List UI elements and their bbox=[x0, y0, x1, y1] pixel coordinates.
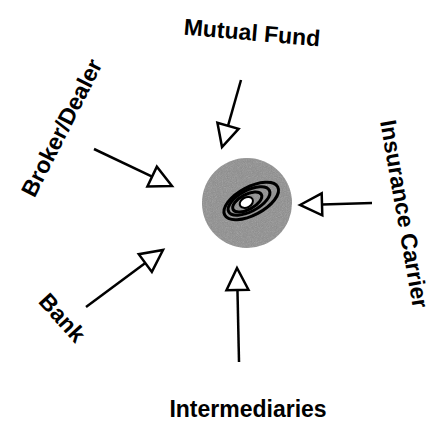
vortex-symbol bbox=[202, 158, 292, 248]
arrow-head bbox=[147, 167, 172, 187]
channel-label: Intermediaries bbox=[169, 398, 326, 421]
arrow-shaft bbox=[237, 290, 239, 362]
arrow-shaft bbox=[228, 80, 241, 126]
arrow-group bbox=[86, 80, 372, 362]
channel-label: Insurance Carrier bbox=[376, 118, 432, 310]
arrow-head bbox=[139, 250, 163, 272]
arrow-head bbox=[300, 193, 322, 215]
arrow-head bbox=[217, 123, 238, 147]
channel-label: Bank bbox=[35, 289, 90, 346]
arrow-shaft bbox=[322, 203, 372, 204]
channel-label: Broker/Dealer bbox=[18, 56, 107, 201]
arrow-head bbox=[226, 268, 248, 290]
vortex-core bbox=[238, 195, 255, 210]
channel-label: Mutual Fund bbox=[183, 16, 321, 51]
vortex-ring bbox=[230, 188, 265, 216]
vortex-disc bbox=[202, 158, 292, 248]
arrow-shaft bbox=[94, 149, 152, 177]
vortex-ring bbox=[218, 174, 284, 227]
vortex-ring bbox=[224, 181, 274, 221]
arrow-shaft bbox=[86, 263, 145, 307]
